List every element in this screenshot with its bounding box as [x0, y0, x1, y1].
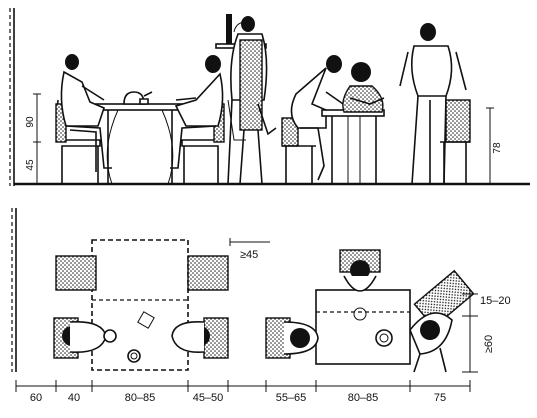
- dim-5: 80–85: [348, 392, 379, 404]
- right-height-dimension: 78: [486, 107, 503, 184]
- dim-0: 60: [30, 392, 42, 404]
- plan-person-right-left: [265, 317, 319, 359]
- left-table-plan: [91, 239, 189, 371]
- left-table-elevation: [95, 91, 185, 185]
- plan-view: ≥45: [11, 208, 511, 404]
- elevation-view: 90 45 78: [9, 8, 530, 186]
- chair-right-1: [281, 117, 316, 184]
- plan-chair-tr: [187, 255, 229, 291]
- plan-person-right-angled: [409, 269, 475, 373]
- dim-3: 45–50: [193, 392, 224, 404]
- dim-2: 80–85: [125, 392, 156, 404]
- waiter-figure: [215, 14, 277, 185]
- plan-chair-tl: [55, 255, 97, 291]
- right-table-elevation: [321, 109, 385, 184]
- dim-1: 40: [68, 392, 80, 404]
- clearance-label: ≥45: [240, 249, 258, 261]
- seated-person-2: [170, 55, 224, 169]
- bottom-dimensions: 60 40 80–85 45–50 55–65 80–85 75: [15, 380, 471, 404]
- height-total-label: 90: [25, 116, 36, 128]
- leaning-person: [290, 55, 347, 181]
- dim-4: 55–65: [276, 392, 307, 404]
- right-depth-label: ≥60: [483, 335, 495, 353]
- right-table-plan: [315, 289, 411, 365]
- plan-person-right-top: [339, 249, 381, 292]
- right-plan-dimensions: 15–20 ≥60: [462, 290, 511, 373]
- height-seat-label: 45: [25, 159, 36, 171]
- plan-person-left-b: [171, 317, 229, 359]
- right-top-label: 15–20: [480, 295, 511, 307]
- height-right-label: 78: [492, 142, 503, 154]
- seated-person-3: [342, 62, 385, 113]
- chair-right-2: [440, 99, 471, 184]
- clearance-dimension: ≥45: [229, 238, 270, 261]
- plan-person-left-a: [53, 317, 117, 359]
- dim-6: 75: [434, 392, 446, 404]
- left-height-dimension: 90 45: [25, 93, 41, 184]
- seated-person-1: [60, 54, 112, 172]
